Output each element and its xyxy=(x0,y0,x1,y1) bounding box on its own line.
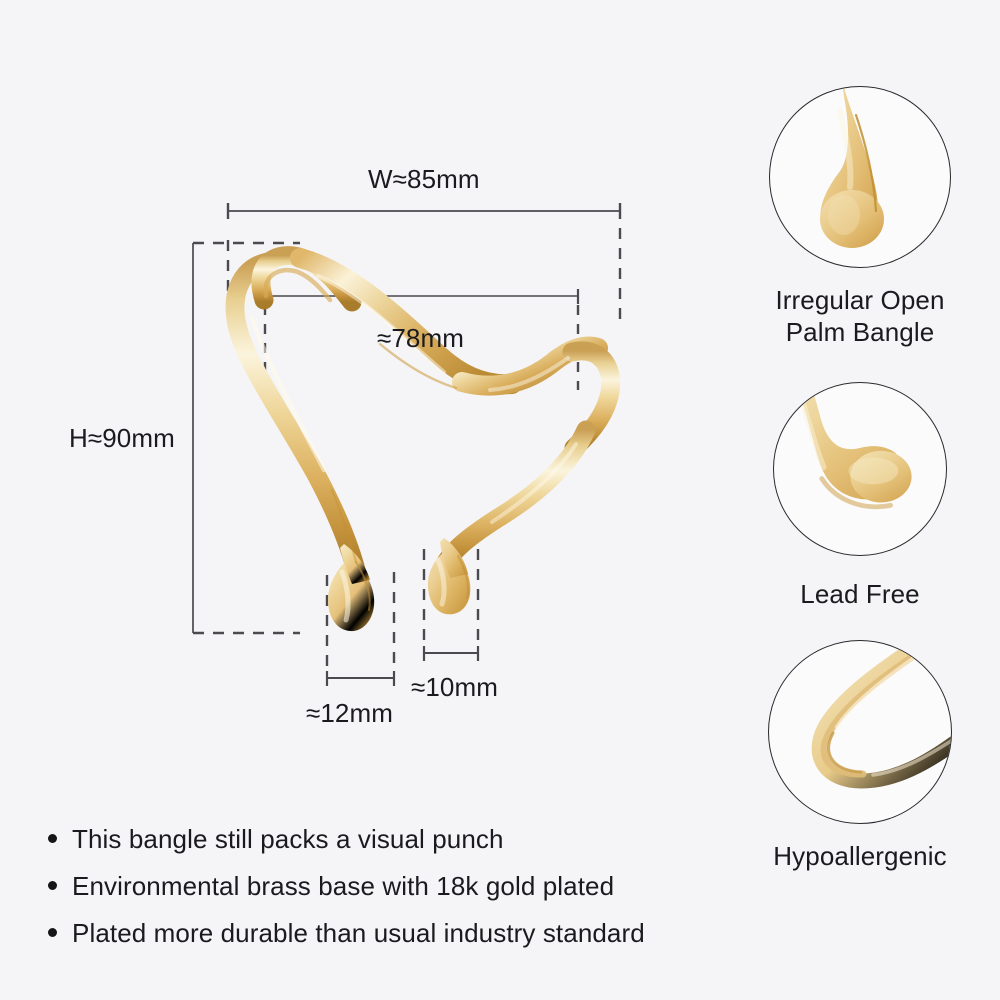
feature-callout-lead-free: Lead Free xyxy=(720,382,1000,610)
feature-callout-hypoallergenic: Hypoallergenic xyxy=(720,640,1000,872)
list-item: This bangle still packs a visual punch xyxy=(48,824,768,855)
bullet-text: This bangle still packs a visual punch xyxy=(72,824,504,854)
dim-thickness-left xyxy=(325,572,396,686)
feature-circle-1 xyxy=(769,86,951,268)
feature-label-3: Hypoallergenic xyxy=(773,841,947,871)
feature-circle-2 xyxy=(773,382,947,556)
dimension-label-width: W≈85mm xyxy=(368,164,480,194)
feature-label-2: Lead Free xyxy=(800,579,920,609)
dimension-label-inner-width: ≈78mm xyxy=(377,323,465,353)
feature-bullet-list: This bangle still packs a visual punch E… xyxy=(48,824,768,966)
teardrop-terminal-icon xyxy=(820,87,884,248)
feature-circle-3 xyxy=(768,640,952,824)
bullet-dot-icon xyxy=(48,928,57,938)
dim-inner-line xyxy=(263,289,580,304)
dim-width-extensions xyxy=(226,228,622,322)
dim-width-line xyxy=(226,203,622,219)
u-bend-wire-icon xyxy=(811,641,951,789)
dim-thickness-right xyxy=(422,549,480,661)
list-item: Environmental brass base with 18k gold p… xyxy=(48,871,768,902)
list-item: Plated more durable than usual industry … xyxy=(48,918,768,949)
dimension-label-thickness-right: ≈10mm xyxy=(411,672,499,702)
bullet-text: Plated more durable than usual industry … xyxy=(72,918,645,949)
curved-hook-icon xyxy=(794,383,912,510)
dimension-label-height: H≈90mm xyxy=(69,423,175,453)
bullet-text: Environmental brass base with 18k gold p… xyxy=(72,871,615,902)
bullet-dot-icon xyxy=(48,881,57,891)
bullet-dot-icon xyxy=(48,834,57,843)
bangle-illustration xyxy=(225,246,621,632)
dimension-label-thickness-left: ≈12mm xyxy=(306,698,394,728)
